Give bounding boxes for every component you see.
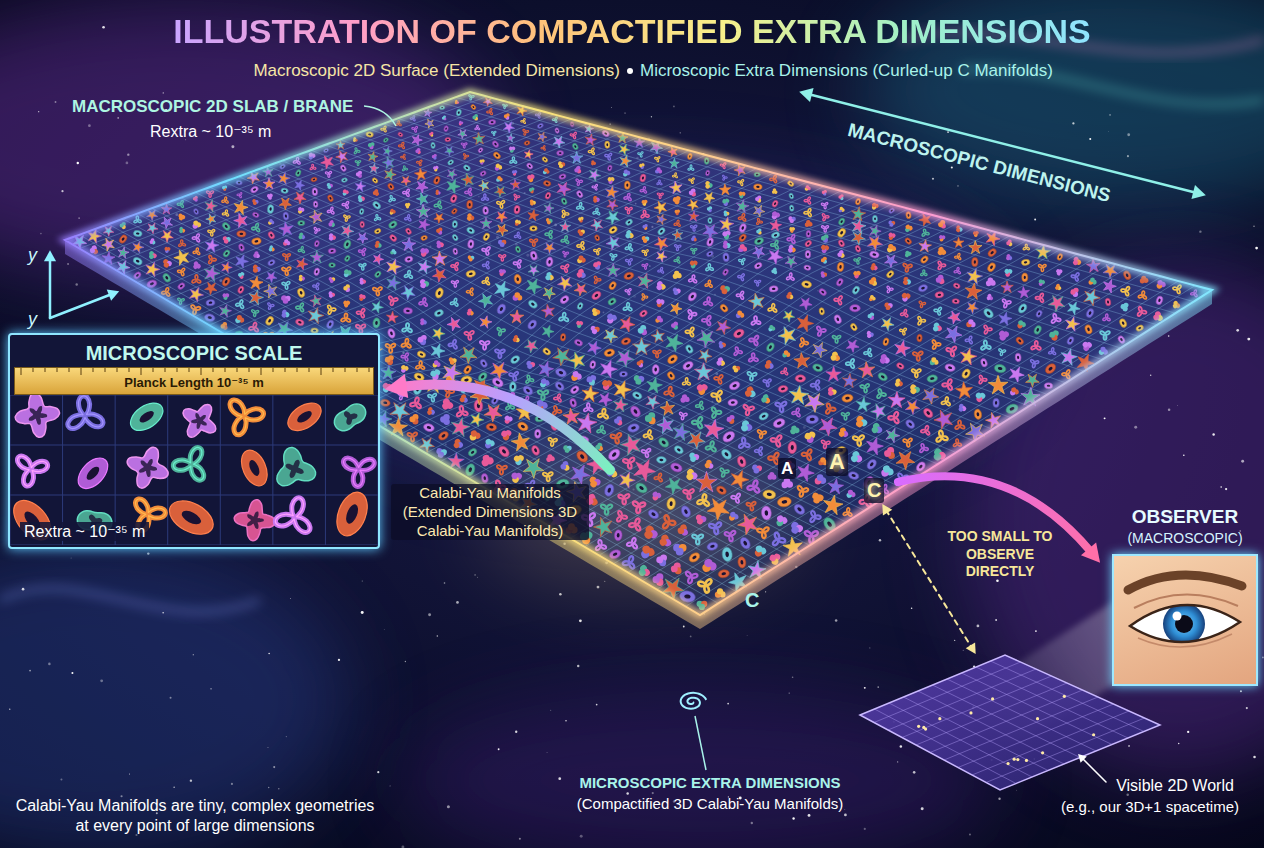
page-stage: ILLUSTRATION OF COMPACTIFIED EXTRA DIMEN… — [0, 0, 1264, 848]
